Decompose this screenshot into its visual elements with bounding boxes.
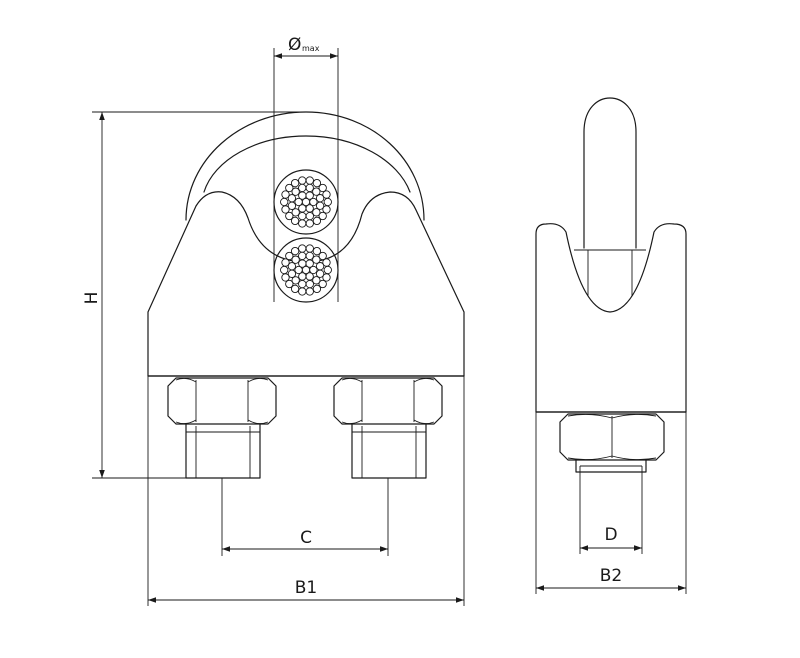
- diameter-symbol: Ø: [288, 35, 301, 55]
- rope-wire: [305, 204, 314, 213]
- rope-wire: [323, 197, 332, 207]
- rope-wire: [322, 190, 331, 199]
- rope-wire: [305, 244, 314, 253]
- rope-wire: [291, 187, 300, 196]
- rope-wire: [312, 216, 322, 226]
- rope-wire: [290, 178, 300, 188]
- dim-thread-diameter: D: [579, 466, 643, 554]
- rope-wire: [309, 265, 318, 275]
- rope-wire: [291, 255, 300, 264]
- rope-wire: [305, 211, 314, 221]
- rope-wire: [294, 265, 303, 275]
- rope-wire: [305, 272, 314, 281]
- rope-wire: [281, 190, 290, 199]
- side-nut: [559, 413, 665, 473]
- rope-wire: [305, 176, 314, 185]
- rope-wire: [285, 211, 294, 221]
- wire-rope-bottom: [273, 237, 339, 303]
- rope-wire: [294, 197, 303, 207]
- rope-wire: [290, 246, 300, 256]
- rope-wire: [281, 258, 290, 267]
- rope-wire: [280, 265, 289, 275]
- rope-wire: [290, 216, 300, 226]
- wire-rope-section: [273, 169, 339, 303]
- rope-wire: [280, 197, 289, 207]
- rope-wire: [305, 191, 314, 200]
- rope-wire: [305, 279, 314, 289]
- rope-wire: [322, 258, 331, 267]
- rope-wire: [318, 183, 327, 193]
- rope-wire: [298, 176, 307, 185]
- dim-diameter: Ø max: [273, 35, 339, 302]
- rope-wire: [312, 208, 321, 217]
- front-view: Ø max H C B1: [82, 35, 465, 606]
- thread-diameter-label: D: [604, 525, 617, 545]
- nut-right: [333, 377, 443, 479]
- rope-wire: [298, 244, 307, 253]
- rope-wire: [309, 197, 318, 207]
- rope-wire: [291, 208, 300, 217]
- rope-wire: [290, 284, 300, 294]
- side-rope-lines: [574, 249, 646, 296]
- rope-wire: [287, 262, 297, 271]
- dim-height: H: [82, 111, 306, 479]
- dim-width-side: B2: [535, 412, 687, 594]
- rope-wire: [298, 251, 307, 261]
- rope-wire: [312, 187, 321, 196]
- rope-wire: [298, 259, 307, 268]
- rope-wire: [291, 276, 300, 285]
- rope-wire: [322, 273, 331, 282]
- rope-wire: [298, 219, 307, 228]
- side-saddle: [535, 223, 687, 413]
- rope-wire: [312, 246, 322, 256]
- rope-wire: [298, 191, 307, 200]
- width-side-label: B2: [600, 566, 622, 586]
- nut-left: [167, 377, 277, 479]
- side-u-bolt: [583, 97, 637, 249]
- dim-center-distance: C: [221, 478, 389, 556]
- rope-wire: [312, 255, 321, 264]
- rope-wire: [305, 259, 314, 268]
- rope-wire: [285, 183, 294, 193]
- dim-width-front: B1: [147, 376, 465, 606]
- rope-wire: [323, 265, 332, 275]
- rope-wire: [312, 284, 322, 294]
- rope-wire: [298, 287, 307, 296]
- rope-wire: [298, 183, 307, 193]
- rope-wire: [305, 287, 314, 296]
- rope-wire: [285, 251, 294, 261]
- width-front-label: B1: [295, 578, 317, 598]
- rope-wire: [281, 205, 290, 214]
- diameter-subscript: max: [302, 44, 320, 53]
- rope-wire: [312, 178, 322, 188]
- center-distance-label: C: [300, 528, 312, 548]
- u-bolt-inner: [203, 135, 411, 193]
- rope-wire: [322, 205, 331, 214]
- rope-wire: [315, 262, 325, 271]
- height-label: H: [82, 292, 102, 305]
- rope-wire: [305, 219, 314, 228]
- wire-rope-top: [273, 169, 339, 235]
- rope-wire: [318, 279, 327, 289]
- rope-wire: [287, 194, 297, 203]
- rope-wire: [315, 194, 325, 203]
- rope-wire: [312, 276, 321, 285]
- rope-wire: [318, 251, 327, 261]
- rope-wire: [318, 211, 327, 221]
- rope-wire: [285, 279, 294, 289]
- side-view: D B2: [535, 97, 687, 594]
- rope-wire: [281, 273, 290, 282]
